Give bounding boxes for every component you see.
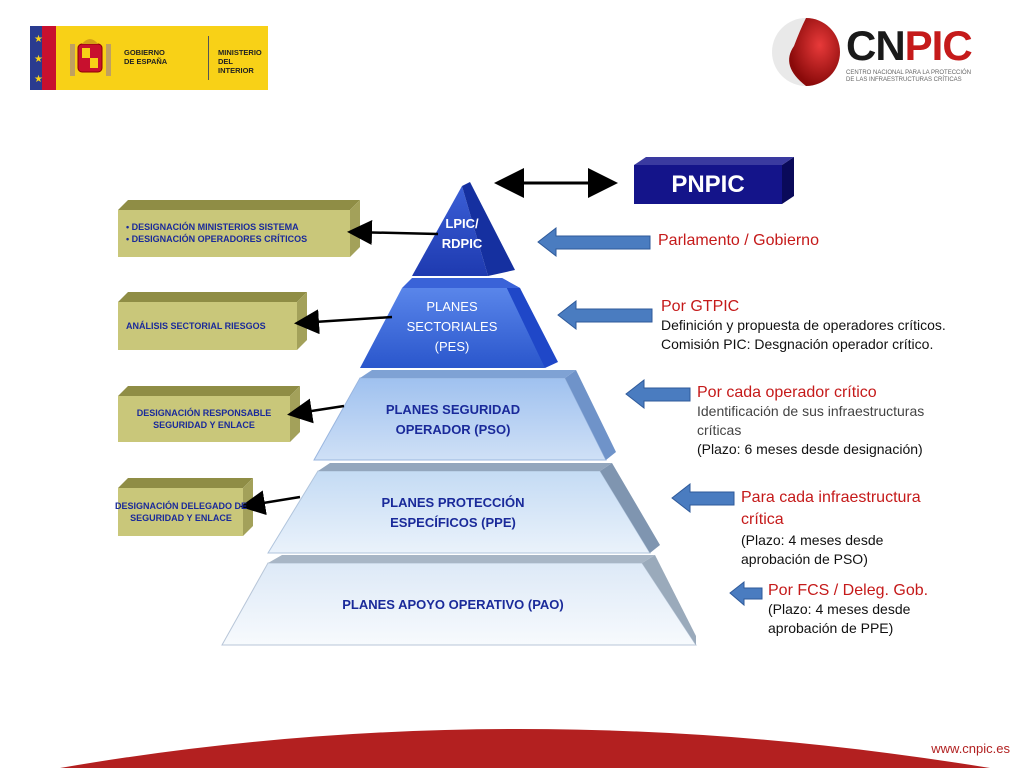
pnpic-label: PNPIC [671,171,745,198]
brand-sub2: DE LAS INFRAESTRUCTURAS CRÍTICAS [846,77,962,83]
pyramid-level-lpic [412,186,488,276]
right-text-2-line2: Comisión PIC: Desgnación operador crític… [661,336,934,352]
brand-pic: PIC [904,22,973,69]
right-text-4-line2: aprobación de PSO) [741,551,868,567]
gov-line1: GOBIERNO [124,48,165,57]
right-text-4: Para cada infraestructura crítica (Plazo… [741,487,971,569]
arrow-to-box2 [294,309,393,335]
level2-line3: (PES) [434,339,470,354]
box4-line2: SEGURIDAD Y ENLACE [130,513,232,523]
level4-side [600,463,660,553]
level5-side [642,555,696,645]
level2-side [502,278,558,368]
left-box-2 [118,292,307,350]
level3-side [565,370,616,460]
box3-line1: DESIGNACIÓN RESPONSABLE [136,408,272,418]
level1-side [462,182,515,276]
level4-label: PLANES PROTECCIÓN ESPECÍFICOS (PPE) [346,493,560,533]
box2-line1: ANÁLISIS SECTORIAL RIESGOS [126,321,266,331]
footer-red-arc [60,729,990,768]
pnpic-side [782,157,794,204]
footer-url[interactable]: www.cnpic.es [931,741,1010,756]
right-text-2: Por GTPIC Definición y propuesta de oper… [661,298,961,354]
right-text-2-line1: Definición y propuesta de operadores crí… [661,317,946,333]
gov-line2: DE ESPAÑA [124,57,168,66]
box4-line1: DESIGNACIÓN DELEGADO DE [114,501,247,511]
logo-divider [208,36,209,80]
right-text-4-line1: (Plazo: 4 meses desde [741,532,884,548]
pyramid-level-pes [360,288,545,368]
pnpic-box [634,165,782,204]
level2-line2: SECTORIALES [406,319,498,334]
blue-arrow-2 [557,299,653,331]
right-text-3-line3: (Plazo: 6 meses desde designación) [697,441,923,457]
left-box2-text: ANÁLISIS SECTORIAL RIESGOS [126,320,296,332]
svg-text:★: ★ [34,54,43,65]
level1-line2: RDPIC [441,236,483,251]
level3-line1: PLANES SEGURIDAD [385,402,521,417]
left-box3-text: DESIGNACIÓN RESPONSABLE SEGURIDAD Y ENLA… [118,407,290,431]
pnpic-top [634,157,794,165]
level4-top [318,463,612,471]
right-text-3-line1: Identificación de sus infraestructuras [697,403,925,419]
box1-line1: • DESIGNACIÓN MINISTERIOS SISTEMA [126,222,299,232]
level2-label: PLANES SECTORIALES (PES) [390,297,514,357]
right-text-3-line2: críticas [697,422,742,438]
eu-flag-stripe [30,26,42,90]
right-text-5-head: Por FCS / Deleg. Gob. [768,582,929,599]
level2-top [402,278,520,288]
level3-label: PLANES SEGURIDAD OPERADOR (PSO) [360,400,546,440]
right-text-5-line2: aprobación de PPE) [768,620,894,636]
cnpic-sphere-icon [772,18,840,86]
box3-line2: SEGURIDAD Y ENLACE [153,420,255,430]
blue-arrow-3 [625,378,691,410]
blue-arrow-4 [671,482,735,514]
level3-line2: OPERADOR (PSO) [395,422,511,437]
blue-arrow-5 [729,580,763,607]
level4-line2: ESPECÍFICOS (PPE) [390,515,516,530]
level5-line1: PLANES APOYO OPERATIVO (PAO) [342,597,564,612]
right-text-5: Por FCS / Deleg. Gob. (Plazo: 4 meses de… [768,582,988,638]
ministry-line2: DEL INTERIOR [218,57,254,75]
level2-line1: PLANES [426,299,478,314]
level5-label: PLANES APOYO OPERATIVO (PAO) [300,595,606,615]
cnpic-subtitle: CENTRO NACIONAL PARA LA PROTECCIÓN DE LA… [846,70,996,84]
level3-top [360,370,576,378]
right-text-4-head1: Para cada infraestructura [741,489,921,506]
coat-of-arms-icon [70,39,111,76]
right-text-5-line1: (Plazo: 4 meses desde [768,601,911,617]
brand-cn: CN [846,22,906,69]
gobierno-espana-logo: ★ ★ ★ GOBIERNO DE ESPAÑA MINISTERIO DEL … [30,26,268,90]
level5-top [268,555,655,563]
cnpic-brand: CNPIC [846,22,973,70]
level4-line1: PLANES PROTECCIÓN [381,495,525,510]
left-box1-text: • DESIGNACIÓN MINISTERIOS SISTEMA • DESI… [126,221,348,245]
right-text-2-head: Por GTPIC [661,298,740,315]
left-box4-text: DESIGNACIÓN DELEGADO DE SEGURIDAD Y ENLA… [114,500,248,524]
brand-sub1: CENTRO NACIONAL PARA LA PROTECCIÓN [846,70,972,76]
blue-arrow-1 [537,226,651,258]
right-text-3-head: Por cada operador crítico [697,384,877,401]
box1-line2: • DESIGNACIÓN OPERADORES CRÍTICOS [126,234,308,244]
left-box-1 [118,200,360,257]
svg-text:★: ★ [34,34,43,45]
level1-label: LPIC/ RDPIC [420,214,504,254]
arrow-to-box4 [240,490,301,516]
level1-line1: LPIC/ [445,216,479,231]
arrow-to-box3 [287,398,345,424]
ministry-line1: MINISTERIO [218,48,262,57]
svg-text:★: ★ [34,74,43,85]
arrow-to-box1 [347,219,439,245]
spain-flag-stripe [42,26,56,90]
left-box-4 [118,478,253,536]
right-text-3: Por cada operador crítico Identificación… [697,384,957,459]
right-text-1-head: Parlamento / Gobierno [658,232,819,249]
stars-icon: ★ ★ ★ [34,34,43,85]
right-text-4-head2: crítica [741,511,784,528]
